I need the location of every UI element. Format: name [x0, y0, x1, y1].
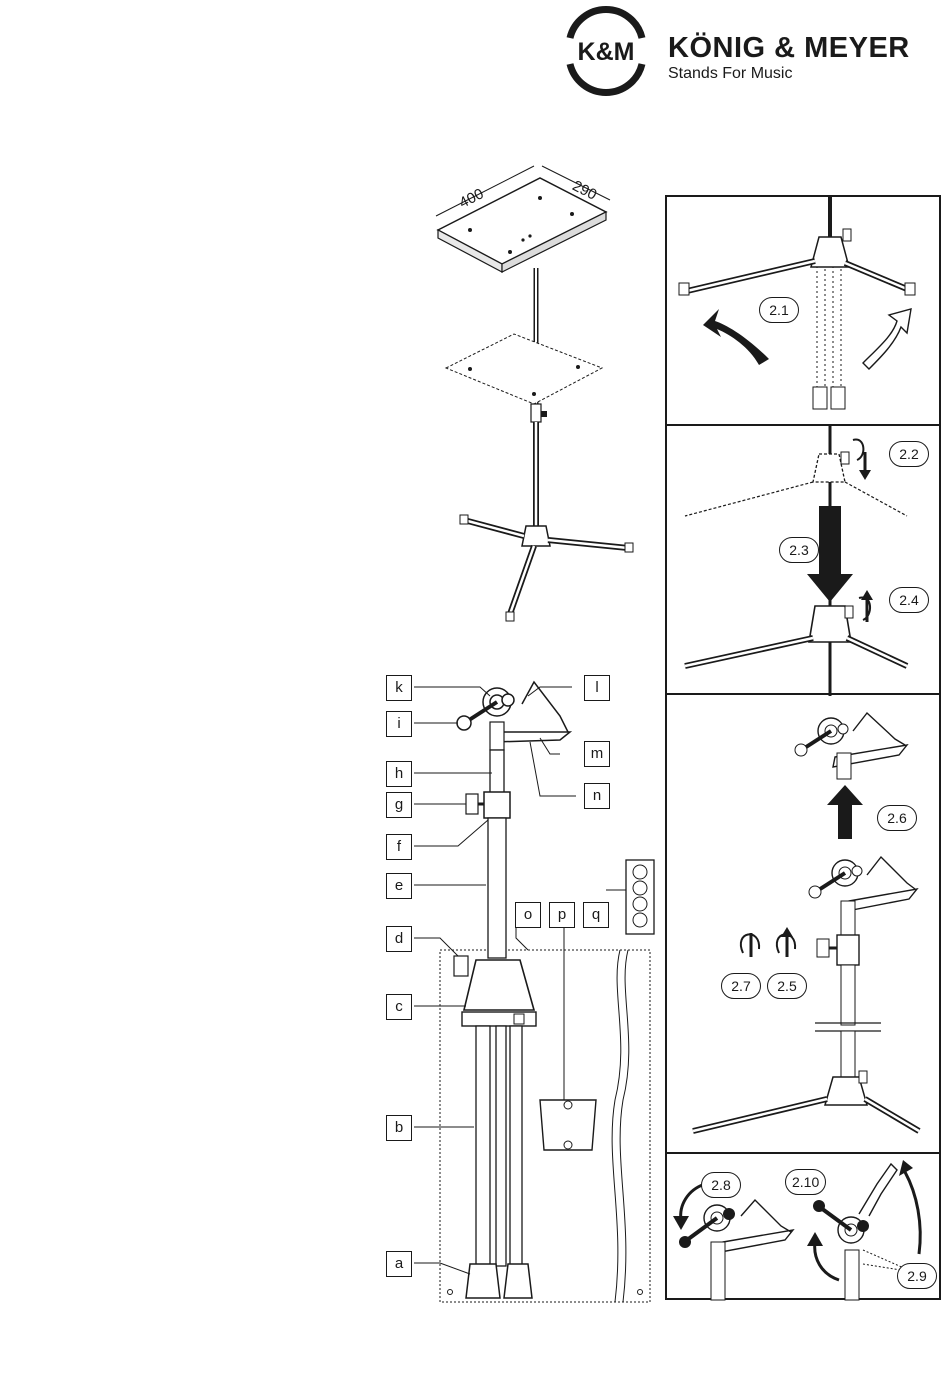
assembly-steps-frame: 2.1 2.2 2.3 2.4	[665, 195, 941, 1300]
part-label-b: b	[386, 1115, 412, 1141]
part-label-q: q	[583, 902, 609, 928]
part-label-f: f	[386, 834, 412, 860]
part-label-e: e	[386, 873, 412, 899]
step-badge-2-4: 2.4	[889, 587, 929, 613]
step-badge-2-3: 2.3	[779, 537, 819, 563]
part-label-g: g	[386, 792, 412, 818]
km-logo-icon: K&M	[562, 14, 650, 88]
brand-tagline: Stands For Music	[668, 66, 792, 82]
part-label-c: c	[386, 994, 412, 1020]
step-badge-2-5: 2.5	[767, 973, 807, 999]
part-label-k: k	[386, 675, 412, 701]
part-label-d: d	[386, 926, 412, 952]
step-badge-2-10: 2.10	[785, 1169, 826, 1195]
part-label-o: o	[515, 902, 541, 928]
stand-assembled-illustration	[430, 168, 650, 638]
step-badge-2-9: 2.9	[897, 1263, 937, 1289]
step-attach-holder-illustration	[667, 695, 939, 1151]
brand-name: KÖNIG & MEYER	[668, 34, 910, 63]
step-badge-2-2: 2.2	[889, 441, 929, 467]
part-label-p: p	[549, 902, 575, 928]
part-label-h: h	[386, 761, 412, 787]
part-label-n: n	[584, 783, 610, 809]
part-label-a: a	[386, 1251, 412, 1277]
step-badge-2-6: 2.6	[877, 805, 917, 831]
parts-diagram	[410, 660, 660, 1310]
logo-text: K&M	[578, 38, 635, 66]
step-badge-2-7: 2.7	[721, 973, 761, 999]
step-unfold-legs-illustration	[667, 197, 939, 423]
step-badge-2-1: 2.1	[759, 297, 799, 323]
part-label-l: l	[584, 675, 610, 701]
part-label-i: i	[386, 711, 412, 737]
step-badge-2-8: 2.8	[701, 1172, 741, 1198]
part-label-m: m	[584, 741, 610, 767]
